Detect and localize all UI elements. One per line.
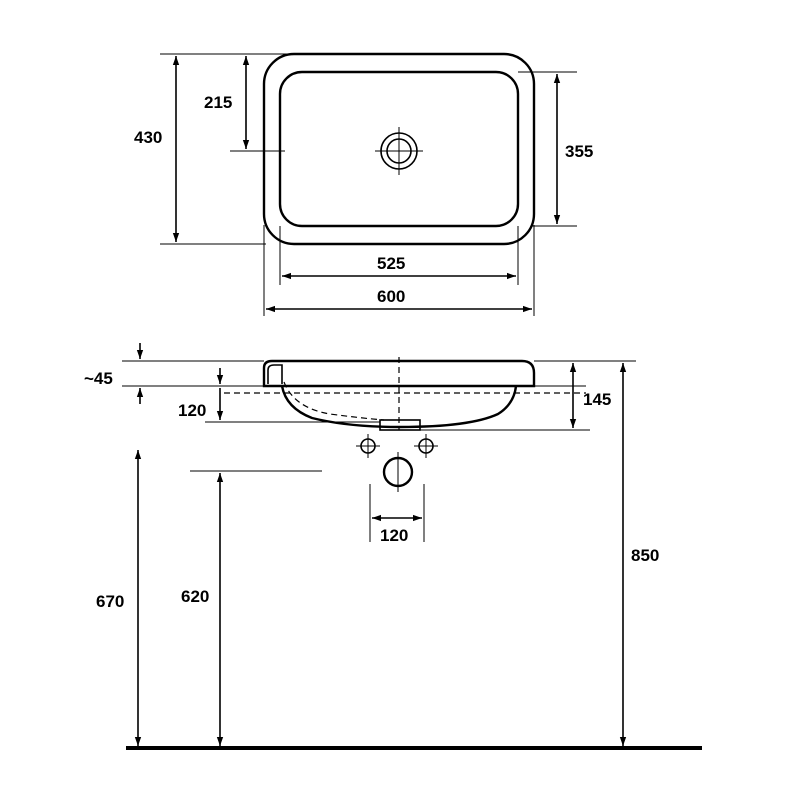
dim-total-height: 145 [420, 360, 636, 431]
dim-outer-width: 600 [263, 225, 535, 316]
top-view: 430 215 355 525 600 [134, 52, 593, 316]
drain-crosshair-icon [375, 127, 423, 175]
dim-inner-width-label: 525 [377, 254, 405, 273]
dim-bowl-depth-label: 120 [178, 401, 206, 420]
basin-outer-outline [262, 52, 536, 246]
dim-supply-height-label: 620 [181, 587, 209, 606]
dim-rim-thickness-label: ~45 [84, 369, 113, 388]
basin-bowl [280, 385, 518, 429]
dim-top-depth-label: 430 [134, 128, 162, 147]
dim-trap-spacing: 120 [369, 484, 425, 545]
dim-outer-width-label: 600 [377, 287, 405, 306]
fixing-hole-icon [356, 434, 380, 458]
dim-rim-height: 850 [619, 363, 659, 746]
drain-outlet-stub [379, 419, 421, 431]
dim-top-depth: 430 [134, 53, 288, 245]
dim-drain-offset: 215 [204, 56, 285, 152]
dim-outlet-height-label: 670 [96, 592, 124, 611]
dim-total-height-label: 145 [583, 390, 611, 409]
dim-inner-width: 525 [279, 226, 519, 285]
overflow-slot [267, 364, 283, 384]
dim-supply-height: 620 [181, 470, 322, 746]
basin-side-profile [262, 359, 536, 388]
dim-inner-depth: 355 [518, 71, 593, 227]
bowl-inner-dashed [283, 381, 385, 421]
basin-inner-outline [278, 70, 520, 228]
dim-rim-height-label: 850 [631, 546, 659, 565]
dim-outlet-height: 670 [96, 450, 142, 746]
dim-inner-depth-label: 355 [565, 142, 593, 161]
dim-bowl-depth: 120 [178, 368, 380, 423]
side-view: ~45 120 145 [84, 343, 702, 750]
dim-trap-spacing-label: 120 [380, 526, 408, 545]
dim-rim-thickness: ~45 [84, 343, 264, 404]
waste-outlet-icon [382, 452, 414, 492]
dim-drain-offset-label: 215 [204, 93, 232, 112]
fixing-hole-icon [414, 434, 438, 458]
